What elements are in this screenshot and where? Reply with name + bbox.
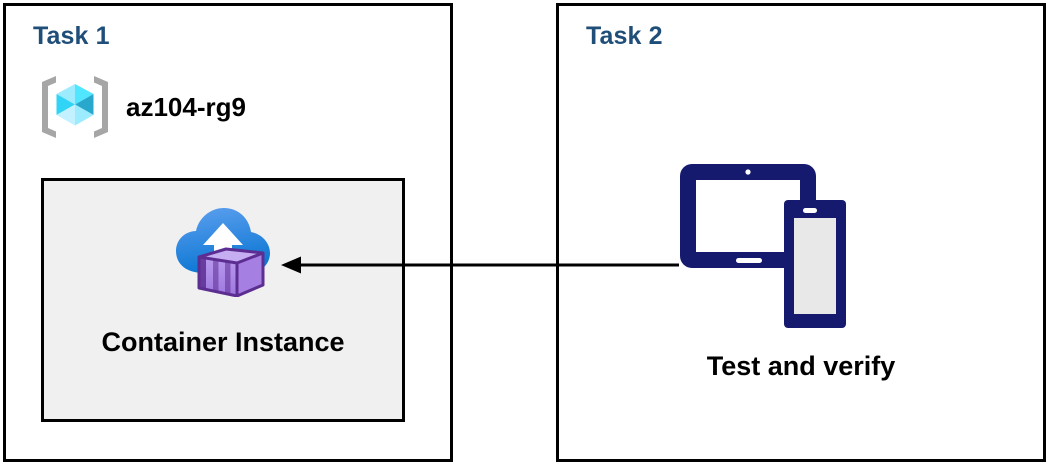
test-and-verify-label: Test and verify — [706, 351, 896, 381]
container-instance-box: Container Instance — [41, 178, 405, 422]
container-instance-label: Container Instance — [101, 327, 345, 357]
resource-group-row: az104-rg9 — [36, 68, 246, 146]
task-2-title: Task 2 — [586, 22, 663, 50]
resource-group-label: az104-rg9 — [126, 91, 246, 122]
tablet-and-phone-icon — [680, 164, 846, 328]
resource-group-cube-icon — [42, 76, 108, 138]
container-instance-icon — [176, 208, 270, 297]
task-1-title: Task 1 — [33, 22, 110, 50]
task-1-panel: Task 1 az104-rg9 — [3, 3, 453, 462]
